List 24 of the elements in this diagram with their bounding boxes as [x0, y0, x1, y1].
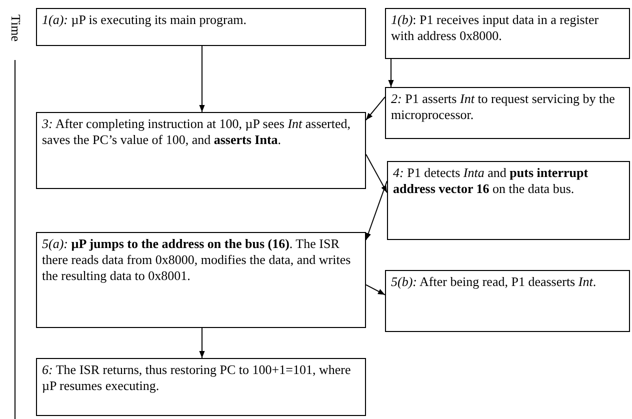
arrow	[199, 46, 205, 112]
step-text: 1(a): µP is executing its main program.	[42, 12, 248, 28]
step-text: 2: P1 asserts Int to request servicing by the microprocessor.	[391, 91, 616, 123]
step-box	[387, 161, 630, 240]
arrow	[388, 58, 394, 88]
step-box	[385, 87, 630, 139]
arrow	[366, 180, 388, 240]
step-text: 1(b): P1 receives input data in a register with address 0x8000.	[391, 12, 600, 44]
step-box	[36, 8, 366, 46]
step-text: 3: After completing instruction at 100, µP sees Int asserted, saves the PC’s value of 100, and asserts Inta.	[42, 116, 352, 148]
step-box	[36, 112, 366, 189]
step-text: 4: P1 detects Inta and puts interrupt address vector 16 on the data bus.	[393, 165, 590, 197]
step-box	[385, 270, 630, 332]
arrow	[199, 328, 205, 358]
step-text: 6: The ISR returns, thus restoring PC to 100+1=101, where µP resumes executing.	[42, 362, 352, 394]
axis-label: Time	[8, 14, 22, 44]
arrow	[366, 96, 386, 120]
step-text: 5(a): µP jumps to the address on the bus (16). The ISR there reads data from 0x8000, modifies the data, and writes the resulting data to 0x8001.	[42, 236, 352, 284]
arrow	[366, 284, 386, 296]
step-box	[36, 232, 366, 328]
step-box	[36, 358, 366, 416]
step-text: 5(b): After being read, P1 deasserts Int.	[391, 274, 598, 290]
step-box	[385, 8, 630, 59]
arrow	[366, 154, 388, 194]
